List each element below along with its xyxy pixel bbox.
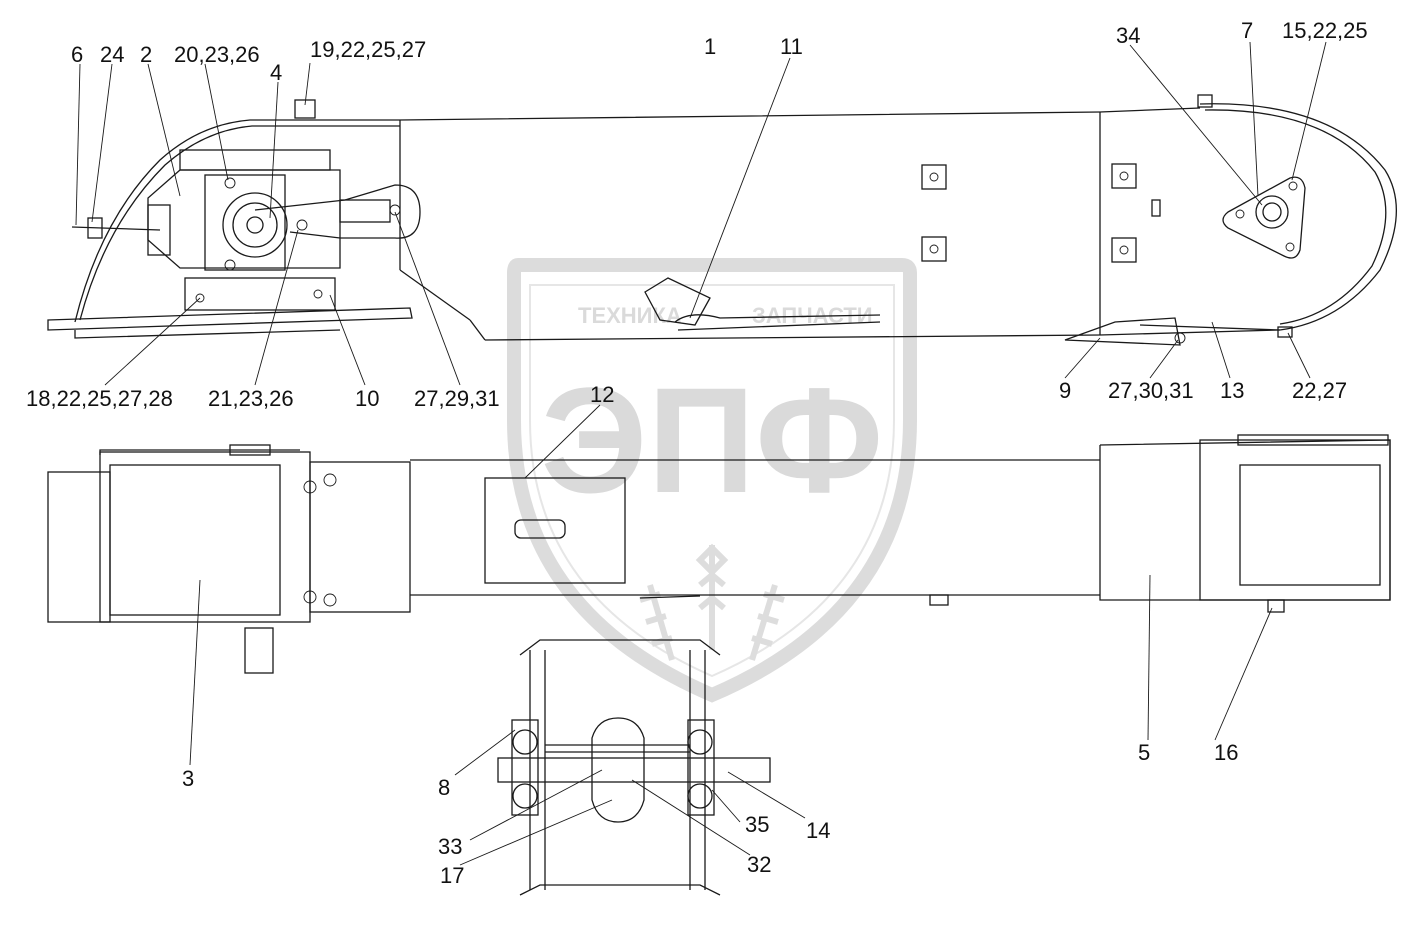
- label-11: 11: [780, 34, 803, 59]
- label-2: 2: [140, 42, 152, 67]
- wheat-emblem-icon: [639, 543, 785, 661]
- label-32: 32: [747, 852, 771, 877]
- section-view: [497, 639, 771, 896]
- label-33: 33: [438, 834, 462, 859]
- label-35: 35: [745, 812, 769, 837]
- label-7: 7: [1241, 18, 1253, 43]
- label-10: 10: [355, 386, 379, 411]
- label-1: 1: [704, 34, 716, 59]
- label-6: 6: [71, 42, 83, 67]
- label-15-22-25: 15,22,25: [1282, 18, 1368, 43]
- label-8: 8: [438, 775, 450, 800]
- label-4: 4: [270, 60, 282, 85]
- label-24: 24: [100, 42, 124, 67]
- label-12: 12: [590, 382, 614, 407]
- plan-view: [47, 434, 1391, 674]
- label-27-30-31: 27,30,31: [1108, 378, 1194, 403]
- label-19-22-25-27: 19,22,25,27: [310, 37, 426, 62]
- label-14: 14: [806, 818, 830, 843]
- watermark-logo-text: ЭПФ: [541, 356, 884, 524]
- leader-lines: [75, 41, 1327, 866]
- watermark-text-left: ТЕХНИКА: [578, 303, 682, 328]
- label-22-27: 22,27: [1292, 378, 1347, 403]
- label-20-23-26: 20,23,26: [174, 42, 260, 67]
- label-9: 9: [1059, 378, 1071, 403]
- label-3: 3: [182, 766, 194, 791]
- callout-labels: 6 24 2 20,23,26 4 19,22,25,27 1 11 34 7 …: [26, 18, 1368, 888]
- label-5: 5: [1138, 740, 1150, 765]
- label-16: 16: [1214, 740, 1238, 765]
- label-34: 34: [1116, 23, 1140, 48]
- label-17: 17: [440, 863, 464, 888]
- label-18-22-25-27-28: 18,22,25,27,28: [26, 386, 173, 411]
- watermark: ТЕХНИКА ЗАПЧАСТИ ЭПФ: [507, 258, 917, 703]
- side-view: [47, 94, 1398, 346]
- label-27-29-31: 27,29,31: [414, 386, 500, 411]
- label-21-23-26: 21,23,26: [208, 386, 294, 411]
- label-13: 13: [1220, 378, 1244, 403]
